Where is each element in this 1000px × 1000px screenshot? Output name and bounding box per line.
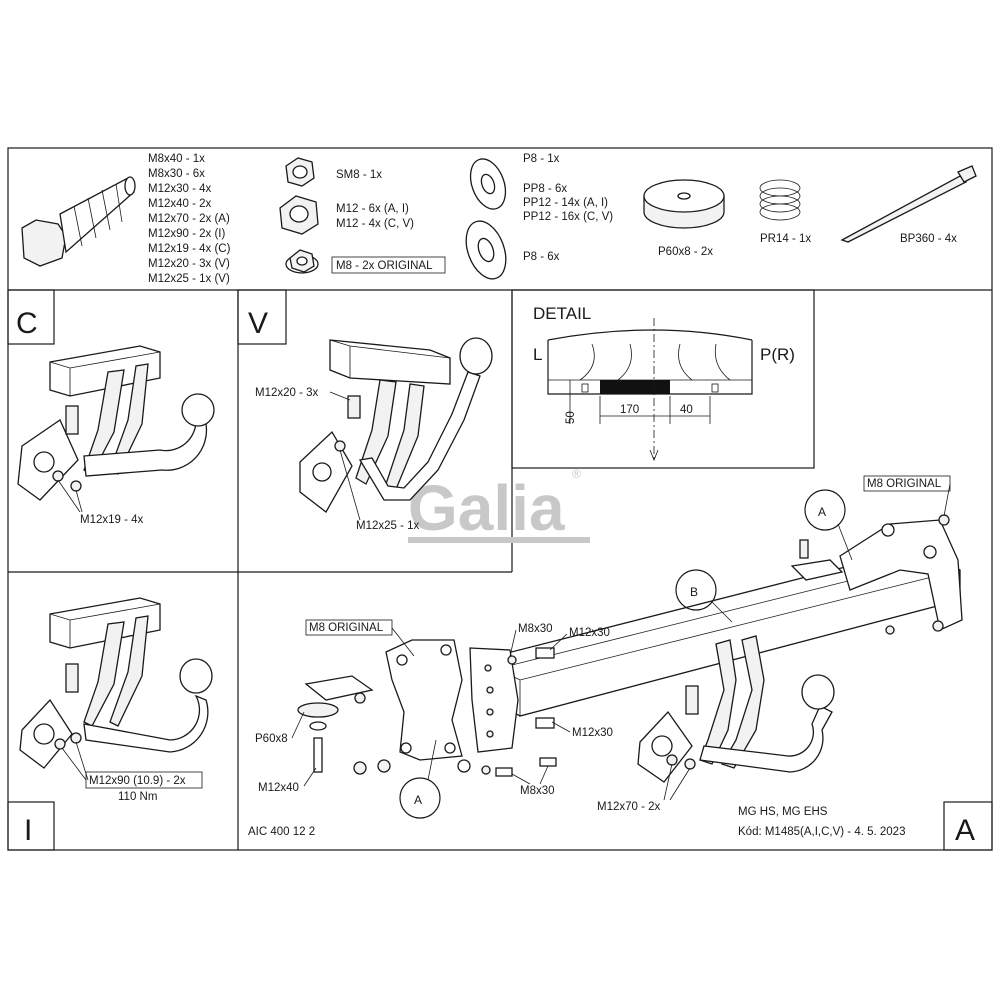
washer-pp-label: PP12 - 16x (C, V): [523, 211, 613, 223]
watermark-text: Galia: [408, 472, 565, 544]
m12-nut-icon: [279, 195, 319, 235]
m12-nut-label: M12 - 6x (A, I): [336, 203, 409, 215]
washer-icon: [469, 158, 507, 210]
bolt-list-item: M8x30 - 6x: [148, 168, 205, 180]
panel-i-letter-box: [7, 801, 55, 851]
m8x30-bottom-label: M8x30: [520, 785, 555, 797]
left-plate-icon: [385, 639, 463, 761]
watermark-reg: ®: [572, 467, 581, 481]
right-bracket-icon: [839, 514, 963, 635]
panel-c-letter-box: [7, 289, 55, 345]
large-washer-icon: [465, 220, 507, 280]
code-label: Kód: M1485(A,I,C,V) - 4. 5. 2023: [738, 826, 905, 838]
aic-label: AIC 400 12 2: [248, 826, 315, 838]
bolt-list-item: M12x25 - 1x (V): [148, 273, 230, 285]
bolt-icon: [21, 176, 136, 267]
spring-icon: [759, 179, 801, 221]
callout-b-label: B: [690, 585, 698, 599]
panel-v-letter-box: [237, 289, 287, 345]
sm8-nut-icon: [285, 157, 315, 187]
m8x30-top-label: M8x30: [518, 623, 553, 635]
panel-v-bolt-label-2: M12x25 - 1x: [356, 520, 420, 532]
m8-original-left-label: M8 ORIGINAL: [309, 622, 384, 634]
washer-pp-label: PP8 - 6x: [523, 183, 567, 195]
detail-dim-40: 40: [680, 404, 693, 416]
callout-a-right-label: A: [818, 505, 826, 519]
m8-original-right-label: M8 ORIGINAL: [867, 478, 942, 490]
p60-disc-icon: [643, 179, 725, 229]
p60x8-label: P60x8: [255, 733, 288, 745]
main-towbar-icon: [637, 635, 835, 783]
detail-title: DETAIL: [533, 304, 591, 323]
crossbar-flange-icon: [469, 647, 519, 753]
sm8-label: SM8 - 1x: [336, 169, 382, 181]
panel-v-towbar-icon: [299, 337, 493, 513]
panel-i-towbar-icon: [19, 597, 213, 769]
callout-b: [675, 569, 733, 623]
m12x30-mid-label: M12x30: [572, 727, 613, 739]
bolt-list-item: M8x40 - 1x: [148, 153, 205, 165]
washer-pp-label: PP12 - 14x (A, I): [523, 197, 608, 209]
bolt-list-item: M12x20 - 3x (V): [148, 258, 230, 270]
bolt-list-item: M12x40 - 2x: [148, 198, 212, 210]
bolt-list-item: M12x30 - 4x: [148, 183, 212, 195]
bolt-list-item: M12x19 - 4x (C): [148, 243, 231, 255]
detail-dim-170: 170: [620, 404, 639, 416]
right-bolt-set-icon: [790, 539, 844, 581]
panel-v-letter: V: [248, 307, 268, 340]
p60-label: P60x8 - 2x: [658, 246, 713, 258]
detail-box: [511, 289, 815, 469]
detail-dimensions: [569, 380, 711, 424]
cable-tie-label: BP360 - 4x: [900, 233, 957, 245]
detail-left-label: L: [533, 345, 542, 364]
spring-label: PR14 - 1x: [760, 233, 811, 245]
detail-right-label: P(R): [760, 345, 795, 364]
cable-tie-icon: [840, 165, 977, 243]
m8-original-left-box: [305, 619, 393, 636]
detail-cutout: [600, 380, 670, 394]
detail-bumper-section: [547, 329, 753, 395]
bolt-list-item: M12x90 - 2x (I): [148, 228, 225, 240]
m12x70-label: M12x70 - 2x: [597, 801, 661, 813]
bolt-list: M8x40 - 1x M8x30 - 6x M12x30 - 4x M12x40…: [148, 153, 231, 285]
m8-original-nut-label: M8 - 2x ORIGINAL: [336, 260, 433, 272]
panel-i-letter: I: [24, 814, 32, 847]
m12x30-top-label: M12x30: [569, 627, 610, 639]
galia-watermark: Galia ®: [408, 467, 590, 544]
callout-a-left-label: A: [414, 793, 422, 807]
panel-c-bolt-label: M12x19 - 4x: [80, 514, 144, 526]
panel-c-letter: C: [16, 307, 38, 340]
washer-p8-bottom-label: P8 - 6x: [523, 251, 560, 263]
m8-original-box: [331, 256, 446, 274]
m12-nut-label: M12 - 4x (C, V): [336, 218, 414, 230]
washer-p8-label: P8 - 1x: [523, 153, 560, 165]
bolt-list-item: M12x70 - 2x (A): [148, 213, 230, 225]
sheet-frame: [7, 147, 993, 851]
panel-a-letter: A: [955, 814, 975, 847]
panel-i-bolt-label: M12x90 (10.9) - 2x: [89, 775, 186, 787]
panel-a-letter-box: [943, 801, 993, 851]
callout-a-right: [804, 489, 853, 561]
m12x40-label: M12x40: [258, 782, 299, 794]
m8-flange-nut-icon: [285, 249, 319, 274]
m8-original-right-box: [863, 475, 951, 492]
panel-v-bolt-label-1: M12x20 - 3x: [255, 387, 319, 399]
detail-dim-50: 50: [565, 411, 577, 424]
panel-i-label-box: [85, 771, 203, 789]
model-label: MG HS, MG EHS: [738, 806, 828, 818]
callout-a-left: [399, 739, 441, 819]
panel-c-towbar-icon: [17, 345, 215, 501]
panel-i-torque-label: 110 Nm: [118, 791, 157, 803]
